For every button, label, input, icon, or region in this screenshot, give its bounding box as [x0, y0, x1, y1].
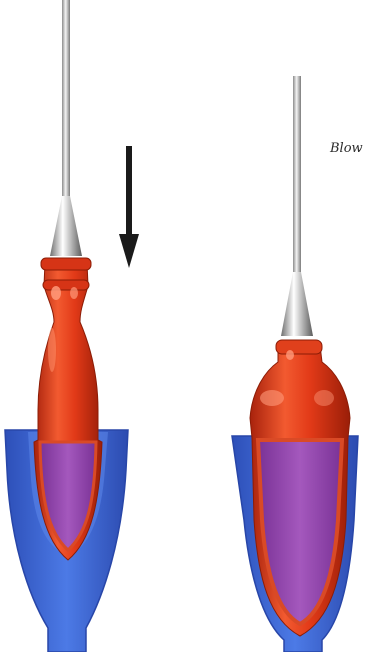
left-neck-ring-bottom: [43, 280, 89, 290]
right-rod-cone: [281, 272, 313, 336]
right-neck-ring: [276, 340, 322, 354]
right-blown-bottle: [232, 76, 358, 652]
left-parison-assembly: [5, 0, 128, 652]
down-arrow-icon: [119, 146, 139, 268]
left-neck-ring-top: [41, 258, 91, 270]
left-stretch-rod: [62, 0, 70, 200]
blow-label: Blow: [330, 141, 363, 156]
left-rod-cone: [50, 196, 82, 256]
right-stretch-rod: [293, 76, 301, 276]
